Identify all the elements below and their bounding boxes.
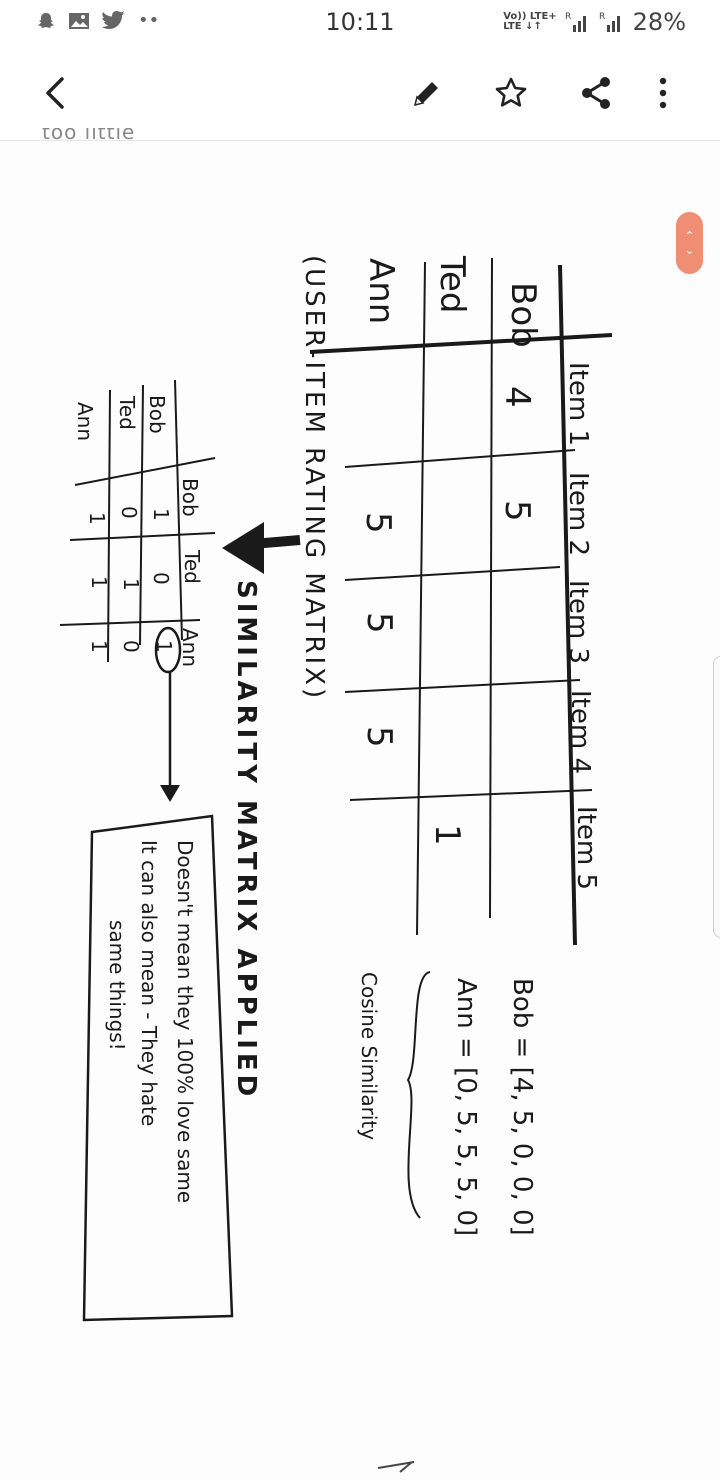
highlight-circle [154,626,182,674]
arrow-head [222,522,264,574]
similarity-title: SIMILARITY MATRIX APPLIED [231,580,261,1100]
rating-row-label: Bob [503,282,543,348]
similarity-cell: 1 [87,640,111,653]
share-button[interactable] [571,68,621,118]
similarity-row-label: Bob [145,395,169,434]
rating-cell: 4 [497,386,537,408]
note-line-2: It can also mean - They hate [137,840,161,1126]
similarity-col-label: Bob [178,478,202,517]
status-right-icons: Vo)) LTE+ LTE ↓↑ R R 28% [503,8,686,36]
edge-panel-handle[interactable] [713,656,720,938]
back-button[interactable] [30,68,80,118]
snapchat-icon [38,12,54,28]
rating-cell: 5 [497,500,537,522]
similarity-row-label: Ann [73,402,97,441]
pointer-arrow-head [160,785,180,802]
similarity-cell: 1 [87,576,111,589]
rating-col-label: Item 3 [563,580,593,664]
status-left-icons: •• [36,10,159,31]
rating-cell: 5 [358,512,398,534]
signal-icon-1: R [565,12,586,32]
similarity-cell: 1 [85,512,109,525]
bob-vector: Bob = [4, 5, 0, 0, 0] [507,978,537,1236]
battery-level: 28% [632,8,686,36]
rating-col-label: Item 1 [563,362,593,446]
ann-vector: Ann = [0, 5, 5, 5, 0] [451,978,481,1236]
rating-col-label: Item 2 [563,472,593,556]
similarity-cell: 1 [149,508,173,521]
rating-table-title: (USER-ITEM RATING MATRIX) [299,255,329,701]
similarity-cell: 0 [149,572,173,585]
rating-row-label: Ann [361,258,401,324]
chevron-down-icon[interactable]: ⌄ [684,243,695,257]
edit-button[interactable] [402,68,452,118]
note-box: Doesn't mean they 100% love same It can … [82,814,234,1322]
gallery-icon [69,12,89,29]
note-line-1: Doesn't mean they 100% love same [173,840,197,1203]
svg-text:R: R [599,12,605,22]
scroll-navigator[interactable]: ⌃ ⌄ [676,212,703,274]
similarity-cell: 0 [119,640,143,653]
rating-col-label: Item 4 [565,690,595,774]
app-bar [0,44,720,141]
similarity-col-label: Ann [178,628,202,667]
rating-row-label: Ted [432,255,472,314]
similarity-heading: SIMILARITY MATRIX APPLIED [222,522,301,1100]
vector-notes: Bob = [4, 5, 0, 0, 0] Ann = [0, 5, 5, 5,… [357,971,537,1236]
more-dots-icon: •• [138,10,160,31]
network-label-top: Vo)) LTE+ [503,11,557,22]
stray-mark [377,1461,415,1473]
note-line-3: same things! [105,920,129,1051]
partial-top-text: too little [42,120,136,144]
chevron-up-icon[interactable]: ⌃ [684,229,695,243]
network-label: Vo)) LTE+ LTE ↓↑ [503,12,556,32]
star-icon [495,77,527,107]
similarity-cell: 1 [119,578,143,591]
similarity-cell: 1 [152,640,176,653]
rating-table: Bob Ted Ann Item 1 Item 2 Item 3 Item 4 … [299,255,613,946]
twitter-icon [102,10,125,29]
back-icon [46,77,64,109]
similarity-col-label: Ted [180,549,204,584]
similarity-table: Bob Ted Ann Bob Ted Ann 1 0 1 0 1 0 1 1 … [59,379,216,802]
rating-col-label: Item 5 [571,806,601,890]
rating-cell: 5 [359,726,399,748]
rating-cell: 1 [427,824,467,846]
svg-text:R: R [565,12,571,22]
cosine-label: Cosine Similarity [357,972,381,1140]
share-icon [582,77,610,109]
signal-icon-2: R [599,12,620,32]
rating-cell: 5 [359,612,399,634]
more-options-button[interactable] [638,68,688,118]
status-bar: •• 10:11 Vo)) LTE+ LTE ↓↑ R R 28% [0,0,720,44]
note-canvas[interactable]: Bob Ted Ann Item 1 Item 2 Item 3 Item 4 … [0,141,720,1480]
similarity-cell: 0 [117,506,141,519]
similarity-row-label: Ted [115,395,139,430]
clock: 10:11 [325,8,395,36]
favorite-button[interactable] [486,68,536,118]
more-vert-icon [659,77,667,109]
network-label-bottom: LTE ↓↑ [503,21,542,32]
edit-pencil-icon [413,82,438,107]
brace [406,971,431,1219]
